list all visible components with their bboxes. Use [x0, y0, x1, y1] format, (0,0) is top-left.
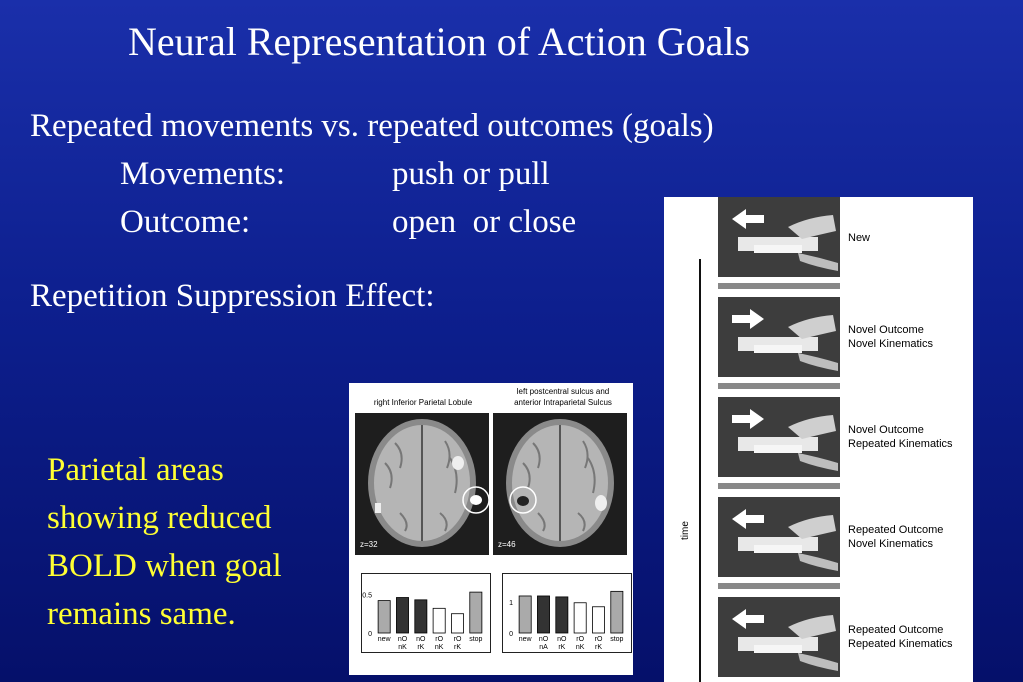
- hand-scene: [718, 297, 840, 377]
- trial-frame-1: [718, 197, 840, 277]
- brain-figure: right Inferior Parietal Lobule left post…: [349, 383, 633, 675]
- bar: [377, 600, 391, 634]
- brain-image: [506, 419, 614, 547]
- arrow-right-icon: [732, 309, 764, 329]
- bar: [414, 599, 428, 634]
- bar: [469, 591, 483, 634]
- movements-label: Movements:: [120, 156, 285, 192]
- condition-label-line1: Novel Outcome: [848, 424, 924, 436]
- hand-scene: [718, 497, 840, 577]
- bar: [610, 590, 624, 634]
- x-tick-label: rO: [454, 636, 462, 643]
- time-axis: [699, 259, 701, 682]
- x-tick-label: rK: [417, 644, 424, 651]
- parietal-note: Parietal areas showing reduced BOLD when…: [47, 446, 282, 638]
- bar: [432, 607, 446, 634]
- bar: [537, 595, 550, 634]
- condition-label-line1: New: [848, 232, 871, 244]
- trial-frame-2: [718, 297, 840, 377]
- frame-separator: [718, 283, 840, 289]
- arrow-left-icon: [732, 509, 764, 529]
- outcome-label: Outcome:: [120, 204, 251, 240]
- bar: [592, 606, 605, 634]
- trial-frame-3: [718, 397, 840, 477]
- hand-scene: [718, 597, 840, 677]
- x-tick-label: rO: [435, 636, 443, 643]
- bar: [451, 613, 464, 634]
- hand-scene: [718, 197, 840, 277]
- x-tick-label: rK: [558, 644, 565, 651]
- movements-value: push or pull: [392, 156, 550, 192]
- arrow-left-icon: [732, 209, 764, 229]
- bar: [555, 596, 569, 634]
- x-tick-label: nK: [398, 644, 407, 651]
- x-tick-label: nK: [576, 644, 585, 651]
- frame-separator: [718, 383, 840, 389]
- intro-line: Repeated movements vs. repeated outcomes…: [30, 108, 714, 144]
- y-tick-label: 0: [509, 631, 513, 638]
- x-tick-label: nO: [416, 636, 426, 643]
- chart-right-frame: [502, 573, 632, 653]
- parietal-note-line: remains same.: [47, 596, 236, 632]
- arrow-right-icon: [732, 409, 764, 429]
- condition-label-line1: Repeated Outcome: [848, 524, 944, 536]
- y-tick-label: 0: [368, 631, 372, 638]
- y-tick-label: 0.5: [362, 592, 372, 599]
- parietal-note-line: BOLD when goal: [47, 548, 282, 584]
- chart-left-frame: [361, 573, 491, 653]
- bar: [573, 602, 587, 634]
- frame-separator: [718, 483, 840, 489]
- y-tick-label: 1: [509, 600, 513, 607]
- left-z-label: z=32: [360, 540, 378, 549]
- outcome-value: open or close: [392, 204, 577, 240]
- frame-separator: [718, 583, 840, 589]
- trial-frame-5: [718, 597, 840, 677]
- left-scan-title: right Inferior Parietal Lobule: [373, 398, 473, 407]
- x-tick-label: rK: [454, 644, 461, 651]
- x-tick-label: nO: [539, 636, 549, 643]
- arrow-left-icon: [732, 609, 764, 629]
- right-scan-title-line1: left postcentral sulcus and: [516, 387, 610, 396]
- condition-label-line1: Novel Outcome: [848, 324, 924, 336]
- time-label: time: [679, 521, 691, 540]
- condition-label-line2: Novel Kinematics: [848, 538, 933, 550]
- right-scan-title-line2: anterior Intraparietal Sulcus: [514, 398, 612, 407]
- bar: [396, 597, 409, 634]
- trial-frame-4: [718, 497, 840, 577]
- condition-label-line2: Repeated Kinematics: [848, 438, 953, 450]
- x-tick-label: new: [519, 636, 533, 643]
- x-tick-label: nO: [398, 636, 408, 643]
- x-tick-label: rO: [576, 636, 584, 643]
- x-tick-label: stop: [469, 636, 482, 643]
- condition-label-line2: Repeated Kinematics: [848, 638, 953, 650]
- repetition-effect-line: Repetition Suppression Effect:: [30, 278, 435, 314]
- right-z-label: z=46: [498, 540, 516, 549]
- x-tick-label: rK: [595, 644, 602, 651]
- parietal-note-line: showing reduced: [47, 500, 272, 536]
- x-tick-label: nO: [557, 636, 567, 643]
- parietal-note-line: Parietal areas: [47, 452, 224, 488]
- x-tick-label: nA: [539, 644, 548, 651]
- hand-scene: [718, 397, 840, 477]
- bar: [518, 595, 532, 634]
- x-tick-label: rO: [595, 636, 603, 643]
- condition-label-line1: Repeated Outcome: [848, 624, 944, 636]
- condition-label-line2: Novel Kinematics: [848, 338, 933, 350]
- slide-title: Neural Representation of Action Goals: [128, 19, 751, 64]
- x-tick-label: new: [378, 636, 392, 643]
- x-tick-label: nK: [435, 644, 444, 651]
- roi-circle: [509, 486, 537, 514]
- x-tick-label: stop: [610, 636, 623, 643]
- right-brain-scan: z=46: [493, 413, 627, 555]
